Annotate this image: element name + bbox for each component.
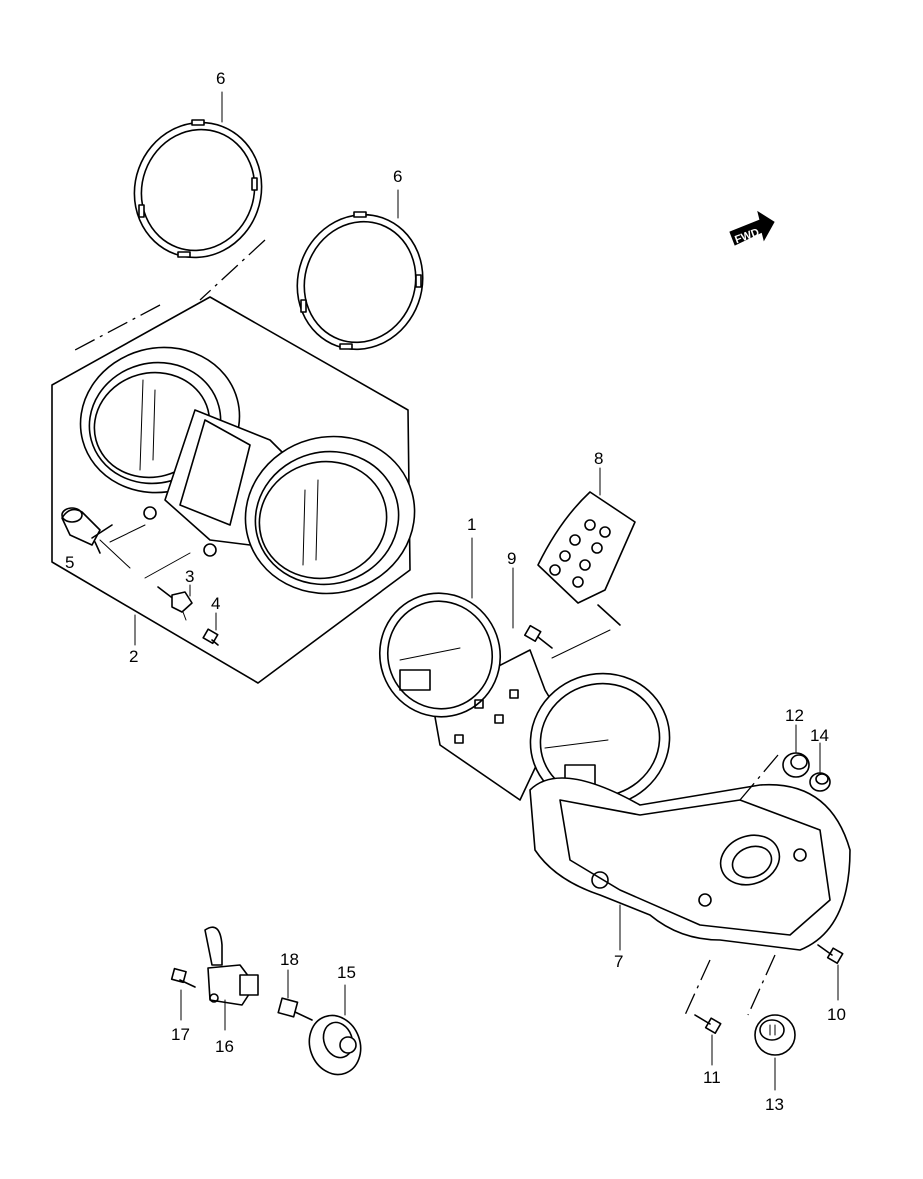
part-15-drive-unit [308,1014,362,1076]
callout-6b: 6 [393,167,402,186]
part-6-ring-upper [133,119,263,259]
part-18-bolt [277,997,313,1021]
callout-18: 18 [280,950,299,969]
part-10-screw [817,944,844,964]
part-16-speed-sensor [204,926,259,1006]
callout-16: 16 [215,1037,234,1056]
part-17-screw [170,967,196,988]
callout-12: 12 [785,706,804,725]
part-2-meter-case [79,346,416,595]
part-8-indicator-board [537,491,636,626]
callout-9: 9 [507,549,516,568]
callout-17: 17 [171,1025,190,1044]
callout-15: 15 [337,963,356,982]
part-5-bulb-socket [61,507,113,554]
callout-3: 3 [185,567,194,586]
callout-10: 10 [827,1005,846,1024]
callout-11: 11 [703,1068,721,1087]
callout-13: 13 [765,1095,784,1114]
part-14-cap [809,772,831,792]
part-6-ring-lower [296,211,424,351]
callout-7: 7 [614,952,623,971]
callout-1: 1 [467,515,476,534]
part-1-combination-meter [378,592,671,808]
fwd-badge: FWD [729,210,775,246]
part-12-grommet [782,752,810,778]
callout-5: 5 [65,553,74,572]
part-13-cushion [754,1014,796,1056]
callout-14: 14 [810,726,829,745]
part-11-screw [694,1014,722,1034]
callout-6a: 6 [216,69,225,88]
forward-arrow-icon [729,210,775,246]
callout-8: 8 [594,449,603,468]
callout-4: 4 [211,594,220,613]
part-7-lower-case [529,777,851,951]
part-9-screw [524,624,553,649]
part-4-screw [202,628,219,646]
callout-2: 2 [129,647,138,666]
part-3-socket [157,586,193,621]
